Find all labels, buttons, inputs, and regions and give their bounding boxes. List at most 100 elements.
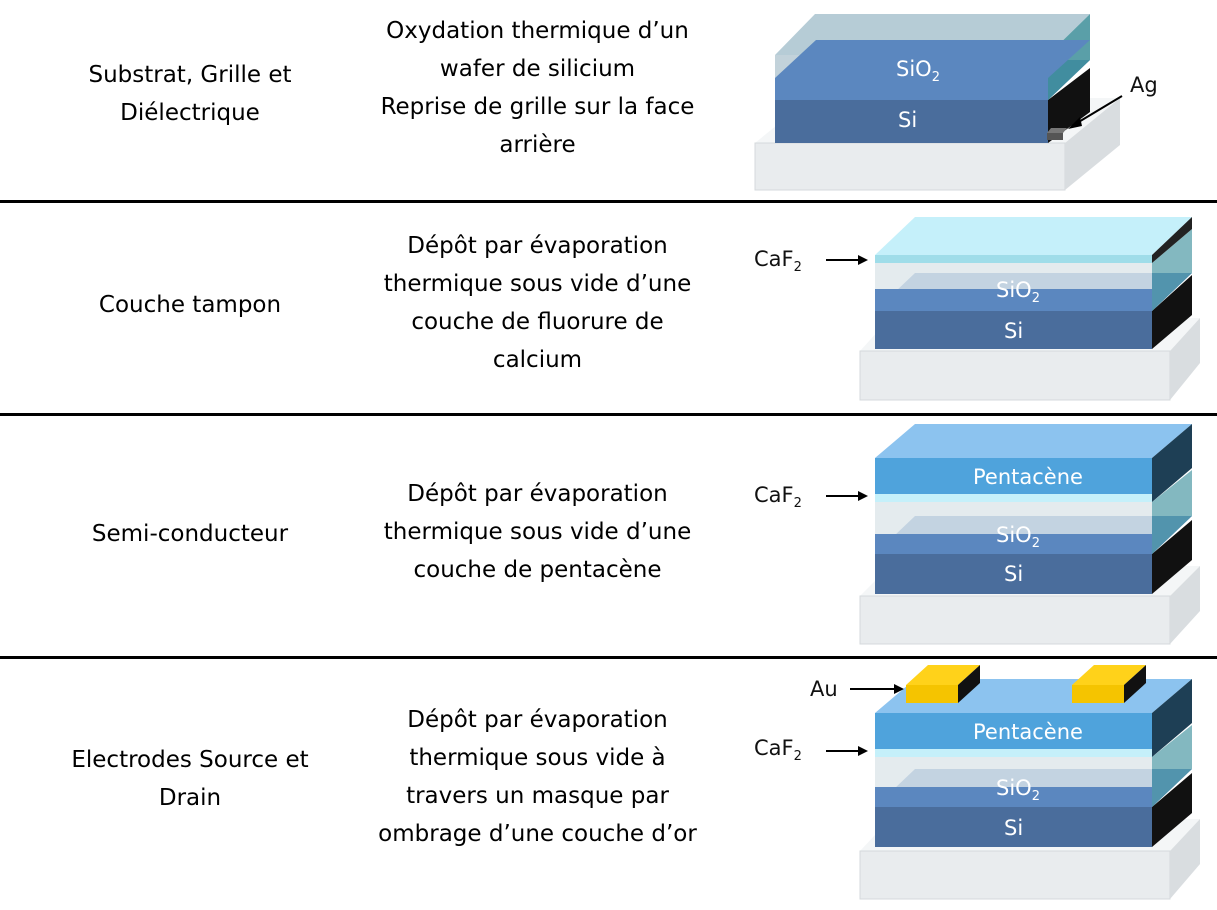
stack-diagram-buffer-layer: SiO2 Si CaF2 xyxy=(754,217,1200,401)
oxide-front xyxy=(875,502,1152,534)
stage-line: Diélectrique xyxy=(120,100,260,126)
desc-line: couche de fluorure de xyxy=(411,309,664,335)
ag-arrowhead xyxy=(1068,117,1082,129)
desc-line: thermique sous vide d’une xyxy=(383,519,692,545)
oxide-side xyxy=(1152,725,1192,807)
stage-line: Drain xyxy=(158,785,222,811)
gold-electrode-left-top xyxy=(906,665,980,685)
stage-label: Couche tampon xyxy=(0,286,380,324)
row-divider xyxy=(0,200,1217,203)
stage-line: Substrat, Grille et xyxy=(88,62,292,88)
oxide-front xyxy=(875,263,1152,289)
substrate-side xyxy=(1170,819,1200,899)
desc-line: wafer de silicium xyxy=(439,56,636,82)
caf2-front xyxy=(875,749,1152,757)
caf2-arrowhead xyxy=(858,255,868,265)
caf2-label: CaF2 xyxy=(754,736,802,764)
pentacene-label: Pentacène xyxy=(973,465,1083,489)
desc-line: calcium xyxy=(492,347,583,373)
sio2-label: SiO2 xyxy=(996,776,1040,804)
si-side xyxy=(1152,275,1192,349)
gold-electrode-left-front xyxy=(906,685,958,703)
stack-diagram-electrodes: Pentacène SiO2 Si Au CaF2 xyxy=(754,665,1200,900)
substrate-front xyxy=(859,350,1171,401)
step-description: Dépôt par évaporation thermique sous vid… xyxy=(330,475,745,589)
sio2-label: SiO2 xyxy=(896,57,940,85)
substrate-front xyxy=(859,850,1171,900)
caf2-arrowhead xyxy=(858,746,868,756)
desc-line: thermique sous vide à xyxy=(409,745,666,771)
stage-label: Electrodes Source et Drain xyxy=(0,741,380,817)
ag-label: Ag xyxy=(1130,73,1158,97)
desc-line: Dépôt par évaporation xyxy=(407,481,668,507)
pentacene-label: Pentacène xyxy=(973,720,1083,744)
si-label: Si xyxy=(1004,816,1023,840)
au-label: Au xyxy=(810,677,838,701)
si-layer xyxy=(775,100,1048,143)
sio2-label: SiO2 xyxy=(996,278,1040,306)
desc-line: Dépôt par évaporation xyxy=(407,707,668,733)
step-description: Dépôt par évaporation thermique sous vid… xyxy=(330,701,745,853)
substrate-side xyxy=(1170,566,1200,644)
stage-line: Semi-conducteur xyxy=(91,521,289,547)
gold-electrode-right-side xyxy=(1124,665,1146,703)
gold-electrode-right-top xyxy=(1072,665,1146,685)
pentacene-front xyxy=(875,458,1152,494)
caf2-label: CaF2 xyxy=(754,483,802,511)
row-divider xyxy=(0,656,1217,659)
caf2-arrowhead xyxy=(858,491,868,501)
stack-diagram-substrate-gate: SiO2 Si Ag xyxy=(754,14,1158,191)
desc-line: travers un masque par xyxy=(406,783,669,809)
pentacene-top xyxy=(875,424,1192,458)
si-side xyxy=(1048,68,1090,143)
si-layer xyxy=(875,311,1152,349)
si-label: Si xyxy=(898,108,917,132)
sio2-front xyxy=(875,534,1152,554)
sio2-front xyxy=(875,787,1152,807)
si-label: Si xyxy=(1004,319,1023,343)
step-description: Dépôt par évaporation thermique sous vid… xyxy=(330,227,745,379)
oxide-side xyxy=(1152,470,1192,554)
gold-electrode-right-front xyxy=(1072,685,1124,703)
pentacene-side xyxy=(1152,679,1192,757)
au-arrowhead xyxy=(894,684,904,694)
caf2-label: CaF2 xyxy=(754,247,802,275)
gold-electrode-left-side xyxy=(958,665,980,703)
caf2-front xyxy=(875,255,1152,263)
si-side xyxy=(1152,520,1192,594)
caf2-top xyxy=(875,217,1192,255)
sio2-front xyxy=(775,78,1048,100)
substrate-front xyxy=(754,142,1066,191)
desc-line: Dépôt par évaporation xyxy=(407,233,668,259)
step-description: Oxydation thermique d’un wafer de silici… xyxy=(330,12,745,164)
oxide-side xyxy=(1152,229,1192,311)
substrate-side xyxy=(1170,318,1200,400)
substrate-side xyxy=(1065,98,1120,190)
stage-line: Couche tampon xyxy=(98,292,282,318)
ag-contact xyxy=(1047,128,1067,133)
sio2-front xyxy=(875,289,1152,311)
desc-line: ombrage d’une couche d’or xyxy=(378,821,697,847)
oxide-front xyxy=(875,757,1152,787)
ag-contact-front xyxy=(1047,133,1063,140)
stack-diagram-semiconductor: Pentacène SiO2 Si CaF2 xyxy=(754,424,1200,645)
stage-label: Semi-conducteur xyxy=(0,515,380,553)
si-side xyxy=(1152,773,1192,847)
stage-label: Substrat, Grille et Diélectrique xyxy=(0,56,380,132)
desc-line: couche de pentacène xyxy=(413,557,662,583)
si-label: Si xyxy=(1004,562,1023,586)
caf2-side xyxy=(1152,217,1192,263)
stage-line: Electrodes Source et xyxy=(71,747,309,773)
desc-line: thermique sous vide d’une xyxy=(383,271,692,297)
substrate-front xyxy=(859,595,1171,645)
desc-line: Reprise de grille sur la face xyxy=(380,94,695,120)
desc-line: Oxydation thermique d’un xyxy=(386,18,689,44)
pentacene-side xyxy=(1152,424,1192,502)
si-layer xyxy=(875,554,1152,594)
sio2-layer-front xyxy=(775,40,1090,78)
desc-line: arrière xyxy=(499,132,576,158)
caf2-front xyxy=(875,494,1152,502)
sio2-label: SiO2 xyxy=(996,523,1040,551)
si-layer xyxy=(875,807,1152,847)
row-divider xyxy=(0,413,1217,416)
